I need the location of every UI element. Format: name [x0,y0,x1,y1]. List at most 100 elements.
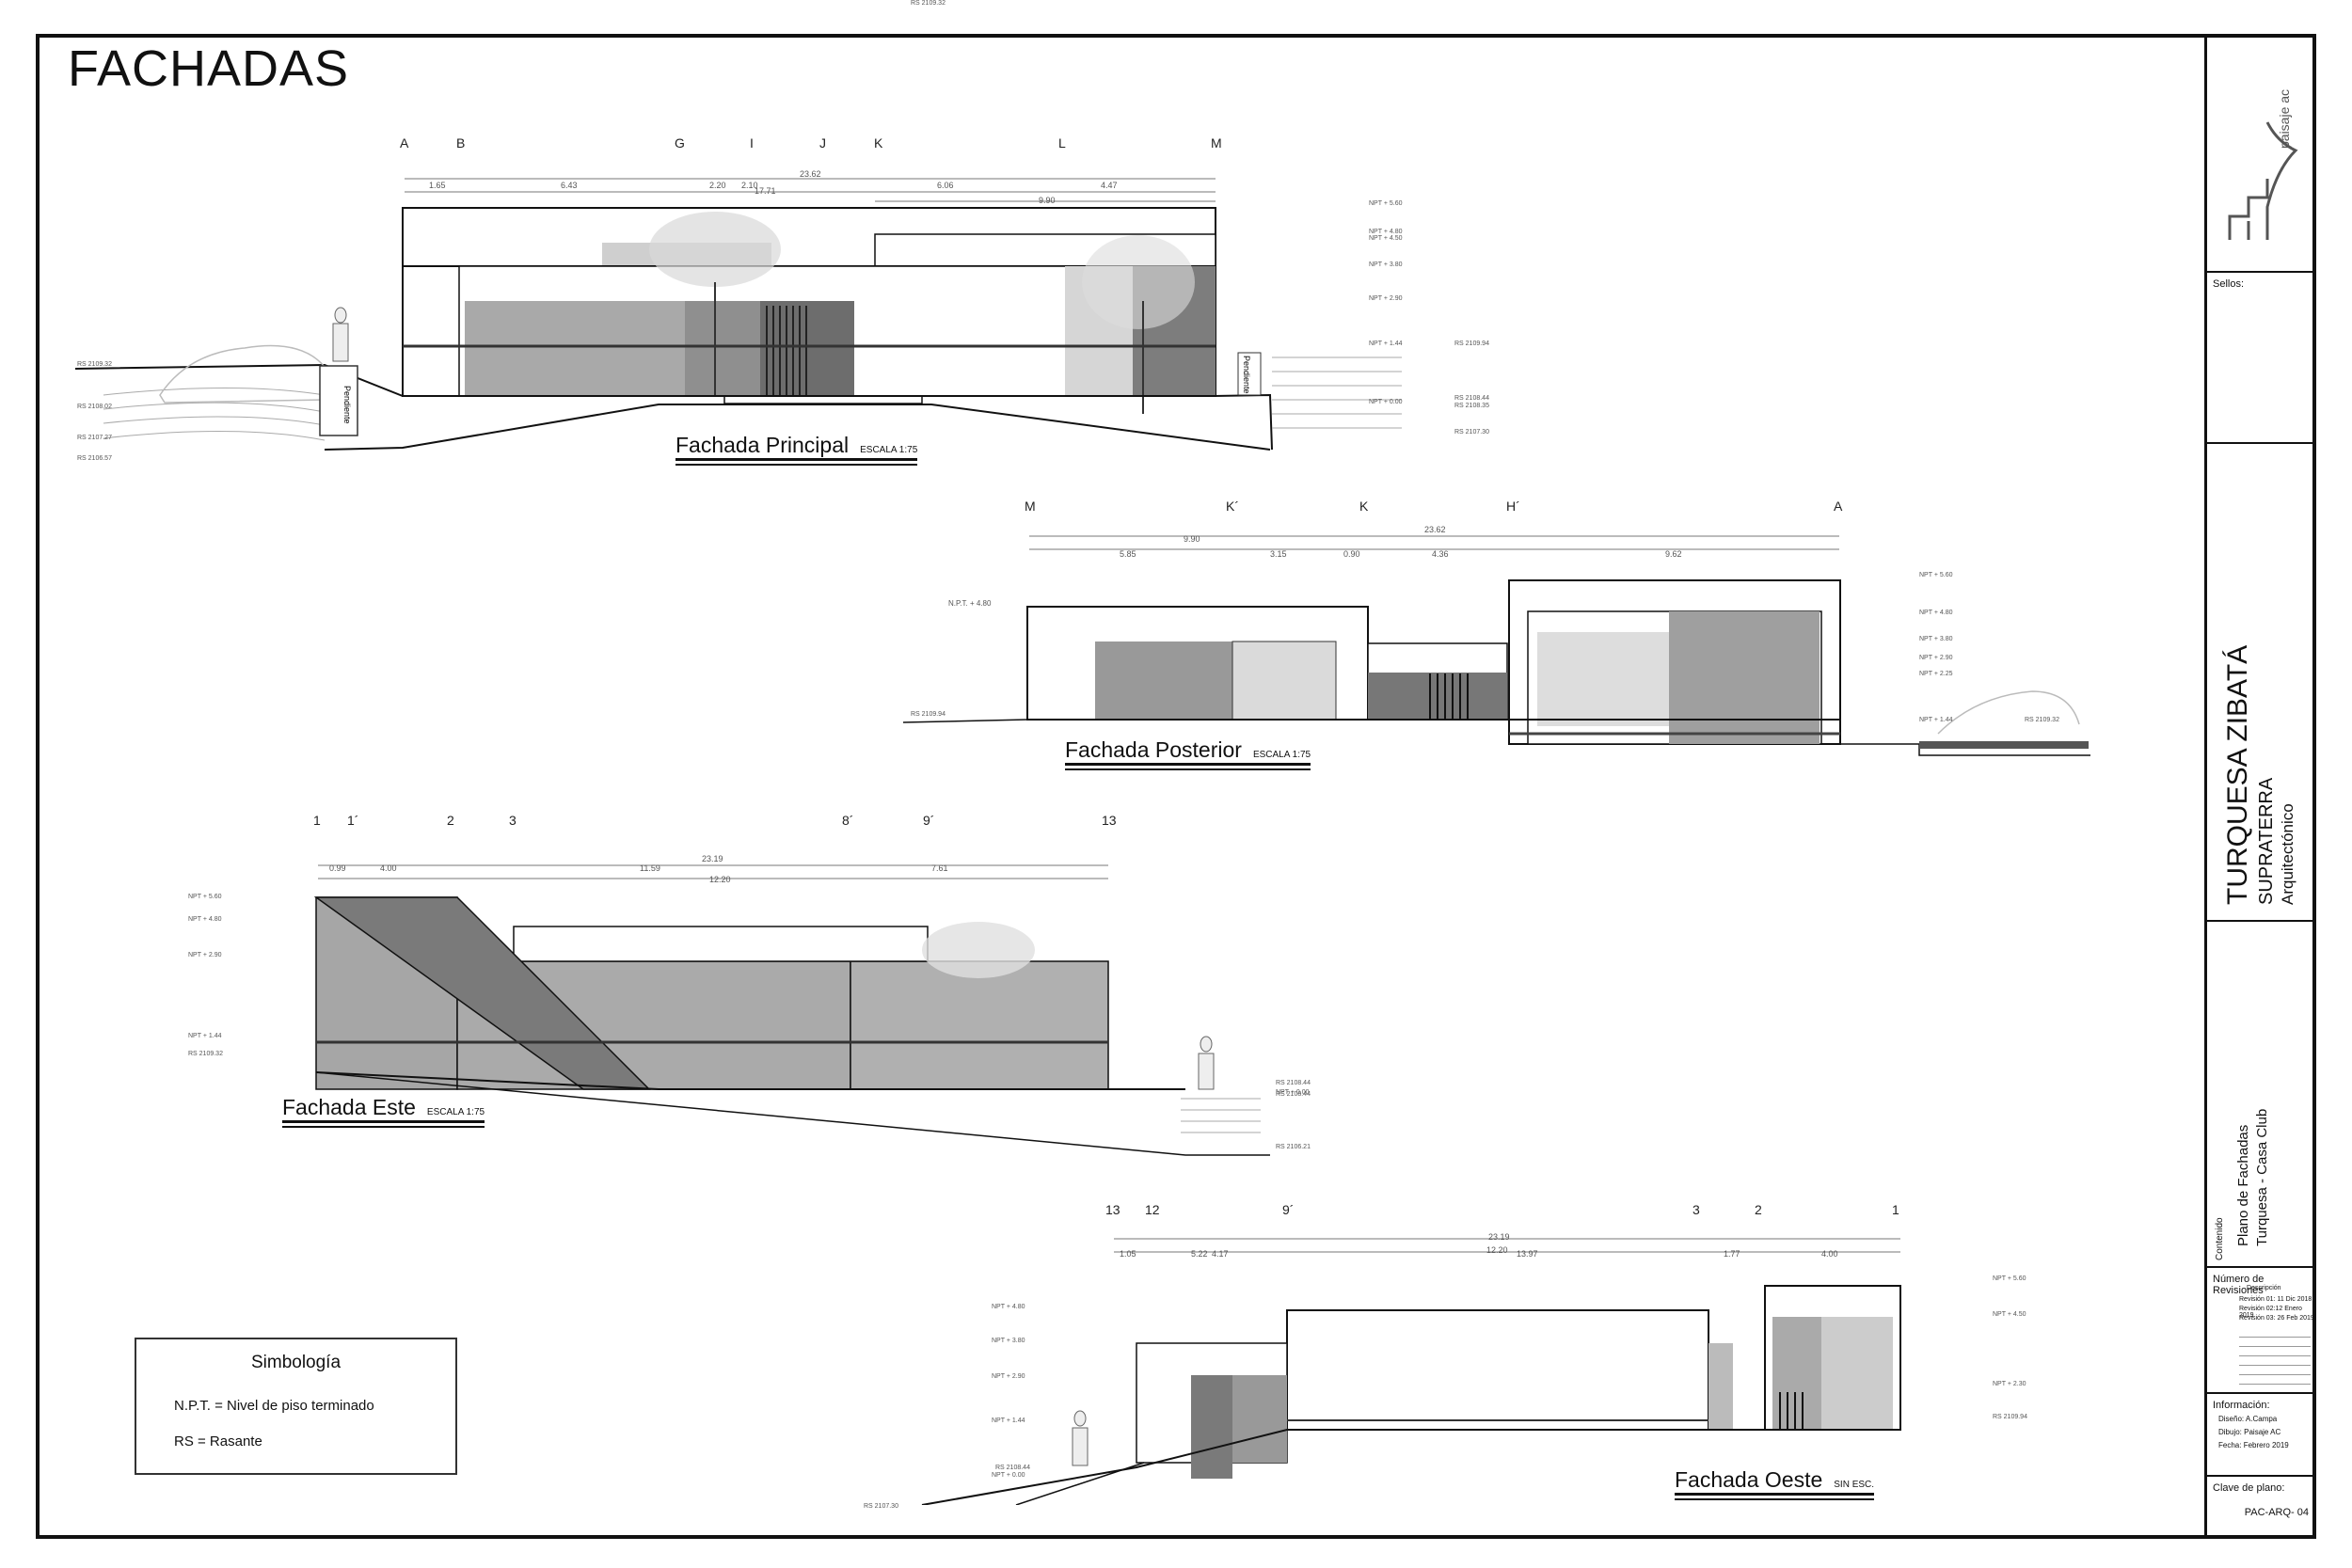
axis-label: H´ [1506,499,1520,514]
dimension-label: 7.61 [931,863,948,873]
level-label: NPT + 5.60 [188,894,222,900]
rs-label: RS 2108.44 [1454,395,1489,402]
title-block-seals: Sellos: [2204,273,2316,444]
dimension-label: 11.59 [640,863,660,873]
svg-text:Pendiente: Pendiente [1242,356,1251,394]
svg-text:Pendiente: Pendiente [342,386,352,424]
title-block-revisions: Número de Revisiones Descripción Revisió… [2204,1268,2316,1394]
level-label: NPT + 1.44 [188,1033,222,1039]
level-label: NPT + 5.60 [1993,1275,2026,1282]
rs-label: RS 2109.94 [1454,341,1489,347]
discipline: Arquitectónico [2279,803,2296,905]
axis-label: A [400,135,409,150]
axis-label: M [1025,499,1036,514]
dimension-label: 9.62 [1665,549,1682,559]
dimension-label: 6.43 [561,181,578,190]
rs-label: RS 2108.44 [995,1465,1030,1471]
elevation-oeste [921,1238,1901,1505]
sheet-frame [36,34,2316,1539]
dimension-label: 13.97 [1517,1249,1538,1259]
dimension-label: 9.90 [1184,534,1200,544]
rs-label: RS 2107.30 [864,1503,898,1510]
rs-label: RS 2108.44 [1276,1091,1311,1098]
level-label: NPT + 2.90 [188,952,222,958]
axis-label: B [456,135,466,150]
dimension-label: 1.05 [1120,1249,1136,1259]
title-block-info: Información: Diseño: A.Campa Dibujo: Pai… [2204,1394,2316,1477]
dimension-label: 2.20 [709,181,726,190]
level-label: NPT + 1.44 [1369,341,1403,347]
level-label: NPT + 2.30 [1993,1381,2026,1387]
rs-label: RS 2107.30 [1454,429,1489,436]
level-label: NPT + 2.25 [1919,671,1953,677]
level-label: NPT + 0.00 [1369,399,1403,405]
elevation-principal: Pendiente Pendiente [74,178,1402,451]
rs-label: RS 2107.27 [77,435,112,441]
dimension-total: 23.62 [800,169,821,179]
axis-label: 1 [1892,1202,1899,1217]
level-label: NPT + 4.80 [992,1304,1025,1310]
level-label: NPT + 5.60 [1369,200,1403,207]
elevation-este [313,864,1270,1156]
legend-item: N.P.T. = Nivel de piso terminado [174,1398,374,1414]
level-label: NPT + 0.00 [1276,1089,1310,1096]
axis-label: 8´ [842,813,854,828]
rs-label: RS 2109.32 [2025,717,2059,723]
legend-title: Simbología [250,1353,342,1372]
axis-label: 1 [313,813,321,828]
dimension-label: 4.00 [1821,1249,1838,1259]
dimension-label: 0.90 [1343,549,1360,559]
dimension-label: 1.65 [429,181,446,190]
level-label: NPT + 4.50 [1369,235,1403,242]
rs-label: RS 2108.02 [77,404,112,410]
dimension-label: 4.36 [1432,549,1449,559]
axis-label: 3 [509,813,516,828]
rs-label: RS 2109.32 [77,361,112,368]
axis-label: K [1359,499,1369,514]
title-block-content: Contenido Plano de Fachadas Turquesa - C… [2204,922,2316,1268]
level-label: NPT + 1.44 [1919,717,1953,723]
dimension-total: 23.19 [1488,1232,1510,1242]
legend: Simbología N.P.T. = Nivel de piso termin… [135,1338,457,1475]
rs-label: RS 2106.57 [77,455,112,462]
level-label: NPT + 2.90 [992,1373,1025,1380]
dimension-label: 4.47 [1101,181,1118,190]
rs-label: RS 2109.32 [911,0,946,7]
dimension-label: 17.71 [755,186,776,196]
level-label: NPT + 4.50 [1993,1311,2026,1318]
axis-label: J [819,135,826,150]
rs-label: RS 2106.21 [1276,1144,1311,1150]
dimension-label: 12.20 [1486,1245,1508,1255]
dimension-total: 23.19 [702,854,723,863]
level-label: NPT + 1.44 [992,1418,1025,1424]
axis-label: 9´ [923,813,935,828]
axis-label: A [1834,499,1843,514]
legend-item: RS = Rasante [174,1433,262,1449]
sheet-title: FACHADAS [68,40,350,97]
plan-key: PAC-ARQ- 04 [2244,1507,2309,1518]
rs-label: RS 2109.94 [911,711,946,718]
axis-label: 13 [1102,813,1117,828]
logo-text: paisaje ac [2277,88,2292,149]
dimension-label: 1.77 [1724,1249,1740,1259]
level-label: N.P.T. + 4.80 [948,599,992,608]
axis-label: 2 [447,813,454,828]
dimension-label: 3.15 [1270,549,1287,559]
rs-label: RS 2108.44 [1276,1080,1311,1086]
axis-label: K [874,135,883,150]
dimension-label: 6.06 [937,181,954,190]
dimension-label: 0.99 [329,863,346,873]
rs-label: RS 2109.94 [1993,1414,2027,1420]
dimension-label: 5.22 [1191,1249,1208,1259]
level-label: NPT + 0.00 [992,1472,1025,1479]
axis-label: 9´ [1282,1202,1295,1217]
level-label: NPT + 4.80 [188,916,222,923]
level-label: NPT + 5.60 [1919,572,1953,578]
rs-label: RS 2109.32 [188,1051,223,1057]
dimension-label: 12.20 [709,875,731,884]
axis-label: 1´ [347,813,359,828]
title-block-key: Clave de plano: PAC-ARQ- 04 [2204,1477,2316,1539]
